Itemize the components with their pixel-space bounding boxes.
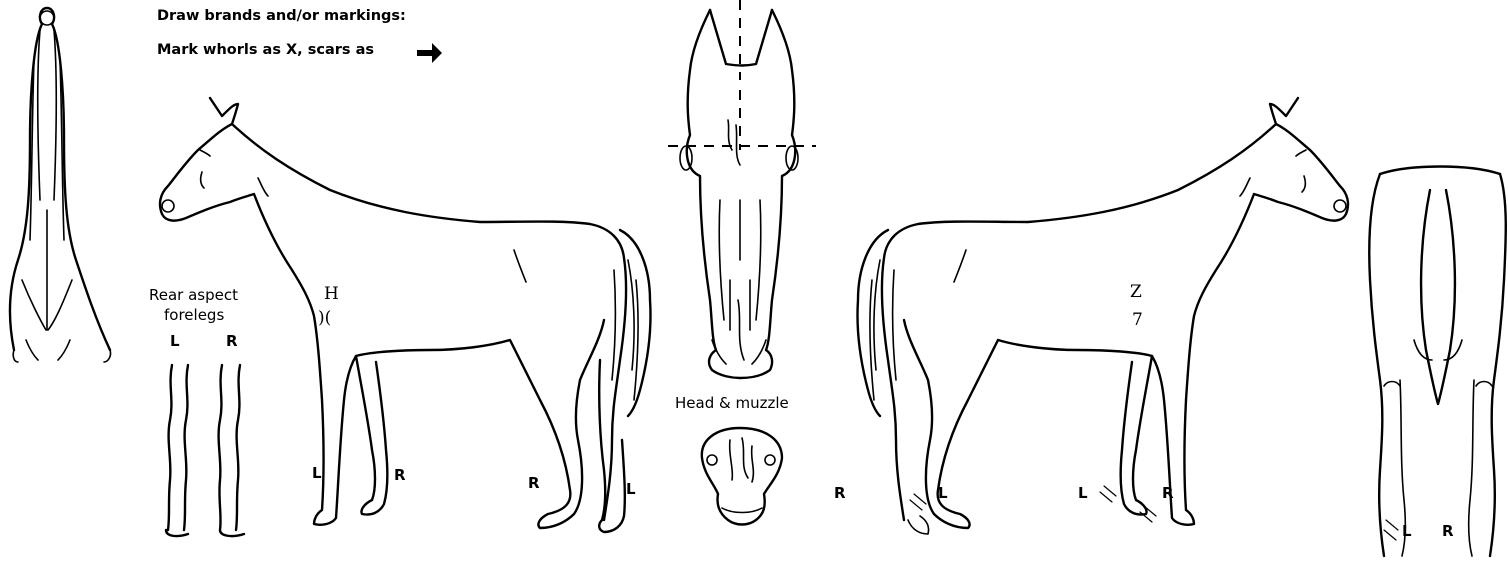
left-horse-hind-right: R	[528, 474, 540, 492]
brand-mark-right-top: Z	[1130, 282, 1142, 302]
brand-mark-left-top: H	[324, 284, 339, 304]
instruction-line-2: Mark whorls as X, scars as	[157, 42, 374, 58]
right-horse-hind-right: R	[834, 484, 846, 502]
rear-view-horse	[1369, 167, 1505, 557]
head-front-view	[668, 0, 816, 378]
rear-aspect-label: Rear aspect	[149, 286, 238, 304]
left-horse-hind-left: L	[626, 480, 636, 498]
brand-mark-left-bottom: )(	[318, 308, 331, 328]
instruction-line-1: Draw brands and/or markings:	[157, 8, 406, 24]
muzzle-view	[702, 428, 782, 525]
forelegs-label: forelegs	[164, 306, 224, 324]
right-horse-front-left: L	[1078, 484, 1088, 502]
right-side-horse	[857, 98, 1348, 534]
arrow-right-icon	[417, 43, 442, 63]
left-horse-front-right: R	[394, 466, 406, 484]
left-horse-front-left: L	[312, 464, 322, 482]
rear-view-leg-left: L	[1402, 522, 1412, 540]
rear-aspect-leg-left: L	[170, 332, 180, 350]
rear-view-leg-right: R	[1442, 522, 1454, 540]
top-view-outline	[10, 8, 111, 362]
rear-aspect-forelegs	[166, 365, 244, 536]
rear-aspect-leg-right: R	[226, 332, 238, 350]
brand-mark-right-bottom: 7	[1132, 310, 1143, 330]
right-horse-hind-left: L	[938, 484, 948, 502]
head-muzzle-label: Head & muzzle	[675, 394, 789, 412]
right-horse-front-right: R	[1162, 484, 1174, 502]
